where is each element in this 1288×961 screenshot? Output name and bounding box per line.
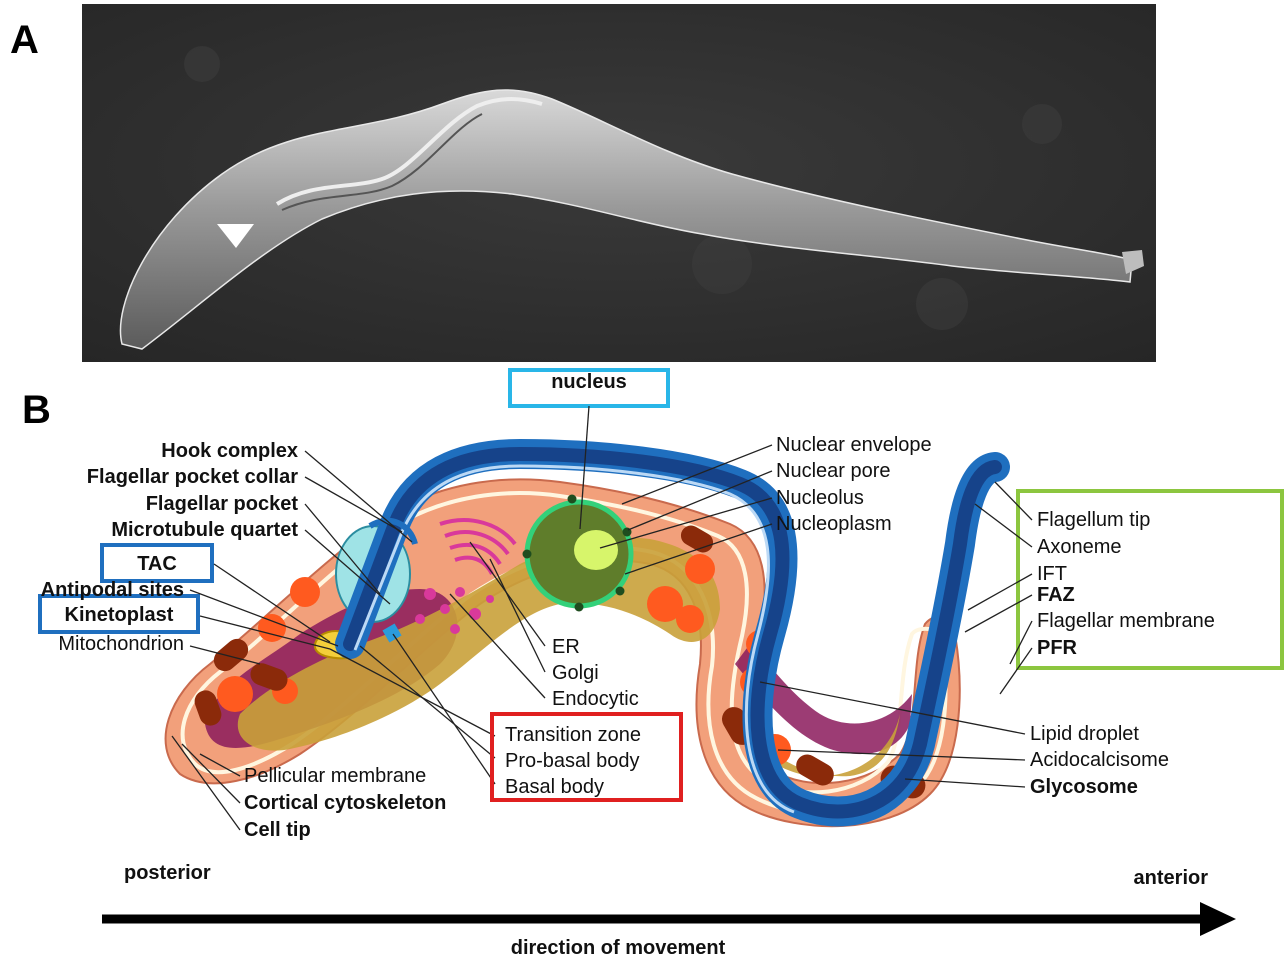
pro-basal-body-label: Pro-basal body <box>505 750 640 772</box>
axoneme-label: Axoneme <box>1037 536 1122 558</box>
nuclear-pore-label: Nuclear pore <box>776 460 891 482</box>
tac-label: TAC <box>137 553 177 575</box>
flagellar-membrane-label: Flagellar membrane <box>1037 610 1215 632</box>
pfr-label: PFR <box>1037 637 1078 659</box>
panel-a-letter: A <box>10 18 39 63</box>
transition-zone-label: Transition zone <box>505 724 641 746</box>
nucleus-box-label: nucleus <box>551 371 627 393</box>
nucleoplasm-label: Nucleoplasm <box>776 513 892 535</box>
golgi-label: Golgi <box>552 662 599 684</box>
faz-label: FAZ <box>1037 584 1075 606</box>
kinetoplast-label: Kinetoplast <box>65 604 174 626</box>
endocytic-label: Endocytic <box>552 688 639 710</box>
hook-complex-label: Hook complex <box>161 440 298 462</box>
glycosome-label: Glycosome <box>1030 776 1138 798</box>
direction-of-movement-label: direction of movement <box>511 937 726 959</box>
cell-tip-label: Cell tip <box>244 819 311 841</box>
ift-label: IFT <box>1037 563 1067 585</box>
cell-diagram: nucleus <box>0 364 1288 961</box>
nuclear-envelope-label: Nuclear envelope <box>776 434 932 456</box>
direction-arrow-head <box>1200 902 1236 936</box>
pellicular-membrane-label: Pellicular membrane <box>244 765 426 787</box>
microtubule-quartet-label: Microtubule quartet <box>111 519 298 541</box>
cortical-cytoskeleton-label: Cortical cytoskeleton <box>244 792 446 814</box>
flagellar-pocket-collar-label: Flagellar pocket collar <box>87 466 298 488</box>
acidocalcisome-label: Acidocalcisome <box>1030 749 1169 771</box>
nucleolus <box>574 530 618 570</box>
flagellar-pocket-label: Flagellar pocket <box>146 493 299 515</box>
sem-micrograph <box>82 4 1156 362</box>
antipodal-sites-label: Antipodal sites <box>41 579 184 601</box>
nucleolus-label: Nucleolus <box>776 487 864 509</box>
er-label: ER <box>552 636 580 658</box>
flagellum-tip-label: Flagellum tip <box>1037 509 1150 531</box>
lipid-droplet-label: Lipid droplet <box>1030 723 1139 745</box>
basal-body-label: Basal body <box>505 776 604 798</box>
posterior-label: posterior <box>124 862 211 884</box>
mitochondrion-label: Mitochondrion <box>58 633 184 655</box>
anterior-label: anterior <box>1134 867 1209 889</box>
